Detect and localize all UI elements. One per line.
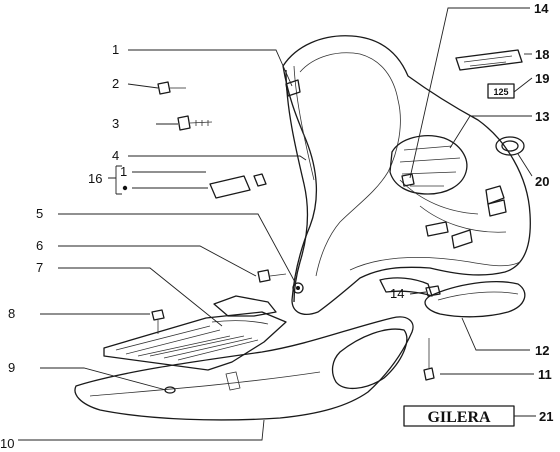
callout-21: 21 bbox=[539, 409, 553, 424]
callout-5: 5 bbox=[36, 206, 43, 221]
spoiler bbox=[379, 277, 526, 318]
callout-6: 6 bbox=[36, 238, 43, 253]
callout-12: 12 bbox=[535, 343, 549, 358]
callout-3: 3 bbox=[112, 116, 119, 131]
hardware bbox=[151, 81, 441, 381]
leg-shield bbox=[282, 35, 531, 315]
callout-16-sub-1: 1 bbox=[120, 164, 127, 179]
callout-20: 20 bbox=[535, 174, 549, 189]
gilera-logo-text: GILERA bbox=[427, 409, 491, 426]
callout-8: 8 bbox=[8, 306, 15, 321]
leader-lines bbox=[18, 7, 536, 441]
callout-4: 4 bbox=[112, 148, 119, 163]
callout-16-sub-dot bbox=[122, 185, 128, 191]
callout-13: 13 bbox=[535, 109, 549, 124]
side-panel bbox=[74, 316, 414, 421]
callout-14-lower: 14 bbox=[390, 286, 404, 301]
callout-1: 1 bbox=[112, 42, 119, 57]
callout-18: 18 bbox=[535, 47, 549, 62]
floor-plate bbox=[103, 295, 287, 371]
callout-11: 11 bbox=[538, 367, 552, 382]
callout-14-top: 14 bbox=[534, 1, 549, 16]
callout-2: 2 bbox=[112, 76, 119, 91]
callout-16: 16 bbox=[88, 171, 102, 186]
callout-10: 10 bbox=[0, 436, 14, 451]
badge-125 bbox=[487, 83, 515, 99]
callout-19: 19 bbox=[535, 71, 549, 86]
callout-9: 9 bbox=[8, 360, 15, 375]
callout-7: 7 bbox=[36, 260, 43, 275]
badge-125-text: 125 bbox=[493, 87, 508, 97]
emblem-oval bbox=[495, 136, 525, 156]
decals: 125 GILERA bbox=[403, 49, 525, 427]
